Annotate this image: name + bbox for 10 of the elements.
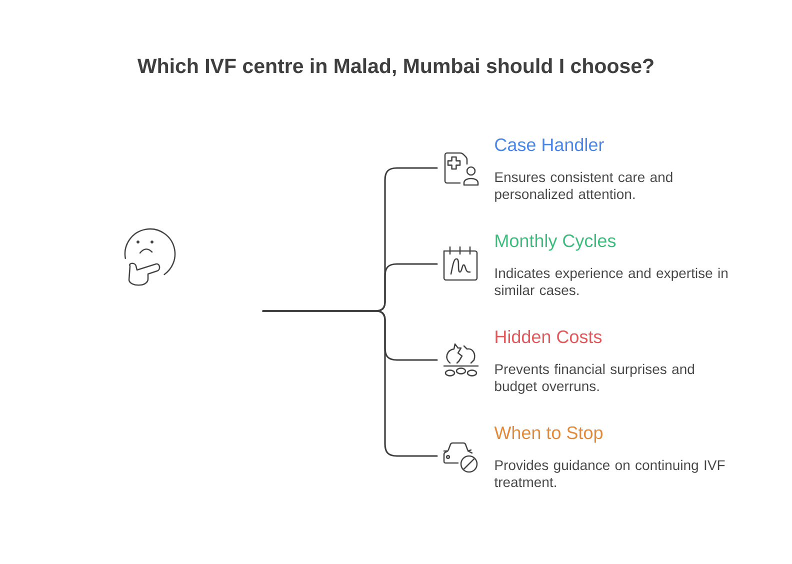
option-heading: Case Handler: [495, 138, 604, 152]
option-description: Provides guidance on continuing IVF treatment.: [494, 460, 725, 488]
option-heading: Hidden Costs: [496, 330, 602, 344]
title: Which IVF centre in Malad, Mumbai should I choose?: [137, 58, 654, 76]
option-description: Indicates experience and expertise in similar cases.: [494, 268, 728, 296]
option-description: Ensures consistent care and personalized attention.: [495, 172, 672, 202]
option-heading: Monthly Cycles: [496, 234, 616, 251]
connector-line: [262, 310, 438, 457]
option-description: Prevents financial surprises and budget overruns.: [495, 364, 694, 394]
option-heading: When to Stop: [494, 426, 602, 443]
